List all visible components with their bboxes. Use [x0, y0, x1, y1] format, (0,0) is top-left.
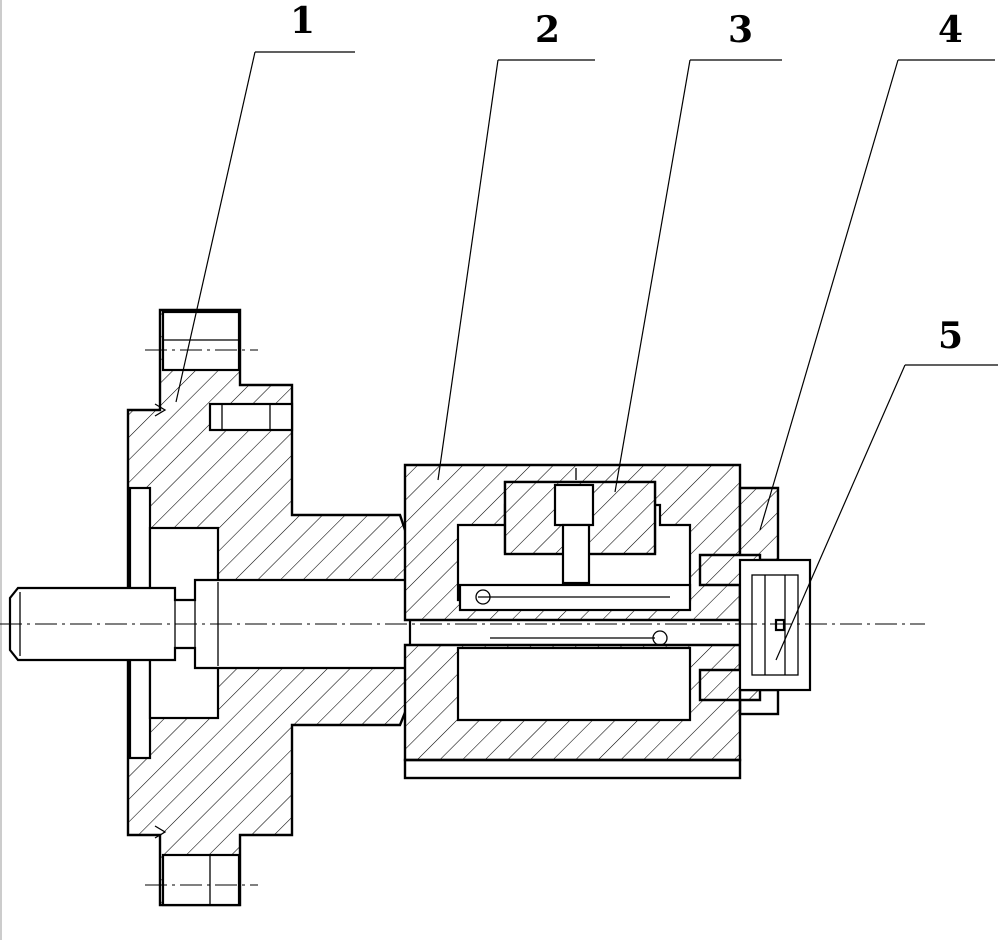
callout-2: 2 [535, 9, 560, 51]
callout-4: 4 [938, 9, 963, 51]
callout-1: 1 [290, 0, 315, 42]
part-3-plunger [503, 468, 657, 585]
part-5-nut [738, 558, 812, 692]
leader-lines [175, 51, 998, 661]
callout-5: 5 [938, 315, 963, 357]
callout-3: 3 [728, 9, 753, 51]
